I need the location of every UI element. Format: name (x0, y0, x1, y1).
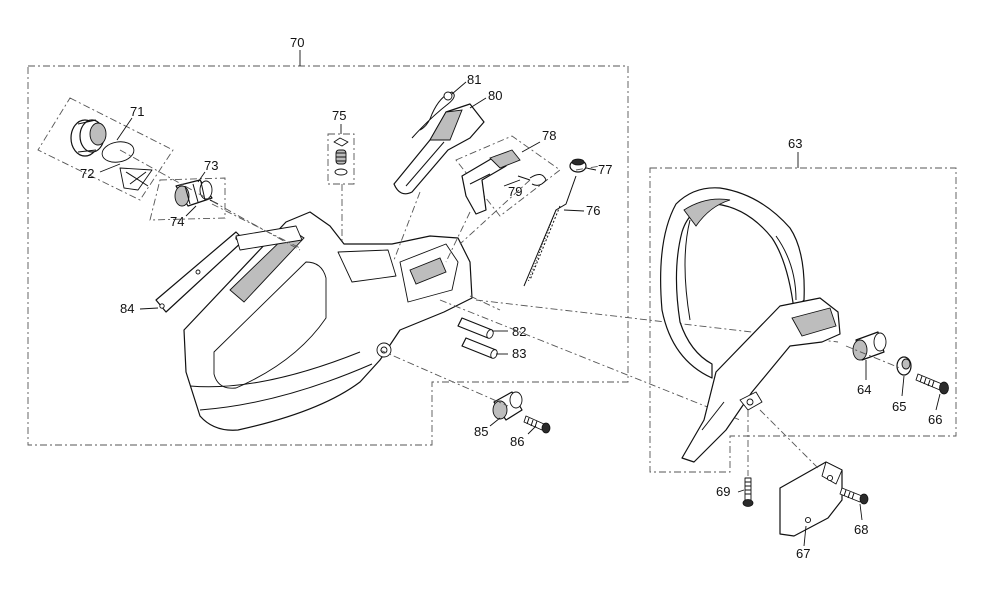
subgroup-75: 75 (327, 108, 355, 185)
subgroup-73-74: 73 74 (149, 158, 226, 229)
washer-part-65 (896, 356, 912, 376)
leader-79 (503, 179, 521, 187)
cap-part-77 (569, 158, 587, 173)
spring-part-75 (333, 137, 349, 176)
screw-part-68 (839, 487, 869, 505)
part-label-66: 66 (928, 412, 942, 427)
part-label-63: 63 (788, 136, 802, 151)
clip-part-79 (517, 174, 547, 186)
filter-part-73 (174, 179, 219, 207)
alignment-line-front (845, 345, 901, 369)
part-label-83: 83 (512, 346, 526, 361)
front-handle-bar (660, 187, 841, 463)
part-label-70: 70 (290, 35, 304, 50)
bushing-part-64 (852, 331, 887, 361)
part-label-76: 76 (586, 203, 600, 218)
part-label-85: 85 (474, 424, 488, 439)
leader-73 (197, 171, 206, 183)
part-label-74: 74 (170, 214, 184, 229)
part-label-67: 67 (796, 546, 810, 561)
lever-part-80 (393, 103, 485, 195)
trigger-part-78 (461, 149, 521, 215)
leader-71 (116, 117, 133, 141)
part-label-86: 86 (510, 434, 524, 449)
subgroup-71-72: 71 72 (37, 97, 174, 201)
leader-84 (139, 307, 159, 310)
leader-72 (99, 163, 121, 173)
pin-part-83 (461, 337, 498, 359)
pin-part-82 (457, 317, 494, 339)
leader-65 (901, 375, 905, 397)
retainer-ring-part-72 (101, 141, 153, 191)
leader-69 (737, 489, 745, 493)
guard-part-67 (779, 461, 843, 537)
leader-74 (185, 205, 197, 217)
rear-handle-housing (183, 211, 473, 431)
filler-cap-part-71 (70, 119, 107, 157)
part-label-71: 71 (130, 104, 144, 119)
cable-part-76 (523, 175, 577, 287)
part-label-84: 84 (120, 301, 134, 316)
leader-81 (451, 81, 467, 95)
part-label-78: 78 (542, 128, 556, 143)
part-label-81: 81 (467, 72, 481, 87)
spring-wire-part-81 (411, 91, 455, 139)
assembly-group-70: 70 (27, 35, 629, 446)
part-label-79: 79 (508, 184, 522, 199)
leader-67 (803, 525, 807, 547)
assembly-group-63: 63 (649, 136, 957, 473)
subgroup-75-boundary (327, 133, 355, 185)
subgroup-71-boundary (37, 97, 174, 201)
leader-80 (469, 97, 487, 109)
leader-86 (527, 425, 537, 435)
leader-76 (563, 209, 585, 212)
part-label-75: 75 (332, 108, 346, 123)
part-label-65: 65 (892, 399, 906, 414)
part-label-73: 73 (204, 158, 218, 173)
subgroup-78: 78 79 (455, 128, 561, 217)
leader-85 (489, 417, 501, 427)
part-label-68: 68 (854, 522, 868, 537)
part-label-64: 64 (857, 382, 871, 397)
part-label-69: 69 (716, 484, 730, 499)
leader-78 (521, 141, 541, 153)
subgroup-78-boundary (455, 135, 561, 217)
screw-part-66 (915, 373, 949, 395)
part-label-77: 77 (598, 162, 612, 177)
alignment-line-guard (759, 409, 821, 471)
part-label-80: 80 (488, 88, 502, 103)
subgroup-73-boundary (149, 177, 226, 221)
group-63-boundary (649, 167, 957, 473)
leader-66 (935, 393, 941, 411)
screw-part-86 (523, 415, 551, 434)
group-70-boundary (27, 65, 629, 446)
leader-68 (859, 503, 863, 521)
screw-part-69 (742, 410, 754, 507)
part-label-72: 72 (80, 166, 94, 181)
